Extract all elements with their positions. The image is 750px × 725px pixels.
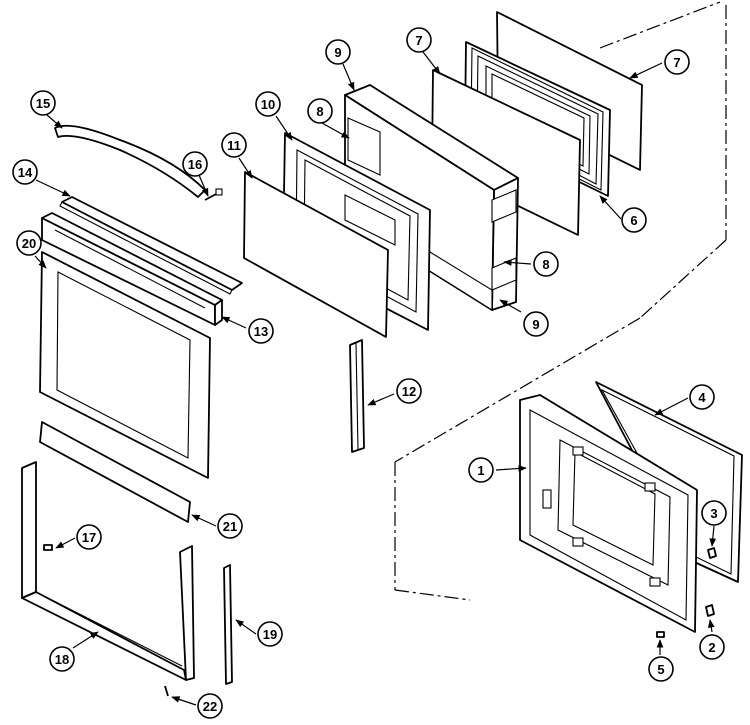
- svg-text:2: 2: [708, 640, 715, 655]
- callout-3: 3: [701, 500, 727, 526]
- part-10-door-liner: [282, 132, 431, 331]
- svg-text:20: 20: [22, 236, 36, 251]
- callout-13: 13: [248, 318, 274, 344]
- svg-text:1: 1: [477, 463, 484, 478]
- svg-text:22: 22: [203, 699, 217, 714]
- part-18-door-frame: [21, 461, 195, 681]
- svg-text:9: 9: [532, 317, 539, 332]
- svg-text:19: 19: [263, 627, 277, 642]
- part-16-screw: [204, 188, 223, 201]
- svg-text:18: 18: [55, 652, 69, 667]
- part-15-door-handle: [54, 124, 206, 198]
- callout-14: 14: [12, 159, 38, 185]
- callout-18: 18: [49, 646, 75, 672]
- part-14-trim-strip: [59, 196, 243, 295]
- callout-2: 2: [699, 634, 725, 660]
- part-1-inner-door: [519, 394, 698, 633]
- svg-text:10: 10: [261, 97, 275, 112]
- callout-22: 22: [197, 693, 223, 719]
- svg-text:9: 9: [334, 45, 341, 60]
- section-divider-lines: [394, 1, 727, 601]
- callout-9-upper: 9: [325, 39, 351, 65]
- callout-11: 11: [221, 132, 247, 158]
- svg-text:8: 8: [542, 257, 549, 272]
- callout-7-front-glass: 7: [406, 27, 432, 53]
- callout-12: 12: [396, 378, 422, 404]
- svg-text:12: 12: [402, 384, 416, 399]
- callout-6: 6: [621, 207, 647, 233]
- svg-text:7: 7: [673, 55, 680, 70]
- svg-text:5: 5: [657, 662, 664, 677]
- svg-text:11: 11: [227, 138, 241, 153]
- svg-text:13: 13: [254, 324, 268, 339]
- part-21-bottom-trim: [39, 421, 191, 523]
- svg-text:16: 16: [188, 157, 202, 172]
- part-20-outer-door-panel: [39, 251, 211, 479]
- part-22-screw: [164, 685, 169, 697]
- part-17-clip: [43, 544, 53, 551]
- svg-text:21: 21: [223, 519, 237, 534]
- callout-19: 19: [257, 621, 283, 647]
- part-3-nut: [707, 547, 717, 559]
- callout-10: 10: [255, 91, 281, 117]
- callout-7-rear-glass: 7: [664, 49, 690, 75]
- part-2-nut: [705, 604, 715, 617]
- callout-17: 17: [76, 524, 102, 550]
- callout-16: 16: [182, 151, 208, 177]
- callout-8-upper: 8: [307, 98, 333, 124]
- part-11-inner-glass: [243, 171, 389, 338]
- part-19-side-strip: [223, 564, 233, 685]
- callout-1: 1: [468, 457, 494, 483]
- part-13-vent-trim: [41, 212, 223, 326]
- svg-text:7: 7: [415, 33, 422, 48]
- svg-text:17: 17: [82, 530, 96, 545]
- callout-20: 20: [16, 230, 42, 256]
- svg-text:3: 3: [710, 506, 717, 521]
- callout-4: 4: [689, 384, 715, 410]
- svg-text:6: 6: [630, 213, 637, 228]
- callout-5: 5: [648, 656, 674, 682]
- svg-text:14: 14: [18, 165, 33, 180]
- svg-text:4: 4: [698, 390, 706, 405]
- callout-8-lower: 8: [533, 251, 559, 277]
- part-5-bushing: [656, 631, 665, 638]
- part-12-side-channel: [349, 339, 365, 453]
- callout-9-lower: 9: [523, 311, 549, 337]
- svg-text:8: 8: [316, 104, 323, 119]
- callout-15: 15: [30, 90, 56, 116]
- leader-lines: [34, 51, 717, 706]
- svg-text:15: 15: [36, 96, 50, 111]
- callout-21: 21: [217, 513, 243, 539]
